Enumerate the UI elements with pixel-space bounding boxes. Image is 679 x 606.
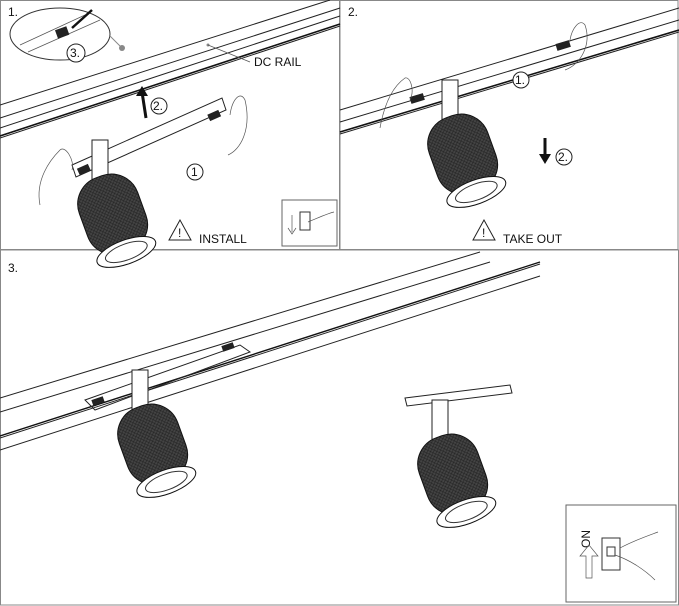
on-label: ON	[579, 530, 593, 548]
svg-text:!: !	[482, 226, 485, 240]
right-hand-icon	[564, 22, 588, 71]
magnifier-anchor-dot	[119, 45, 125, 51]
warning-triangle-icon: !	[472, 218, 496, 241]
dc-rail	[0, 251, 541, 451]
track-adapter	[84, 344, 252, 411]
panel-1: 1. 3. DC RAIL 2. 1	[0, 0, 341, 275]
detail-magnifier: 3.	[9, 7, 125, 63]
install-caption: INSTALL	[199, 232, 247, 246]
down-arrow-icon	[287, 215, 297, 235]
spotlight-fixture	[419, 79, 511, 215]
callout-3: 3.	[70, 46, 80, 60]
up-arrow	[140, 91, 148, 119]
right-hand-icon	[227, 95, 248, 156]
step-number: 2.	[348, 5, 358, 19]
callout-1: 1	[191, 165, 198, 179]
track-adapter	[71, 97, 227, 178]
step-number: 3.	[8, 261, 18, 275]
callout-2: 2.	[558, 150, 568, 164]
up-arrow-icon	[579, 544, 599, 579]
callout-2: 2.	[153, 99, 163, 113]
dc-rail-label: DC RAIL	[254, 55, 302, 69]
callout-1: 1.	[515, 73, 525, 87]
warning-triangle-icon: !	[168, 218, 192, 241]
panel-2: 2. 1. 2. ! TAKE OUT	[339, 5, 679, 246]
switch-off-inset	[281, 199, 338, 247]
panel-3: 3. ON	[0, 251, 677, 603]
take-out-caption: TAKE OUT	[503, 232, 563, 246]
switch-on-inset: ON	[565, 504, 677, 603]
left-hand-icon	[379, 77, 413, 129]
dc-rail	[339, 7, 679, 135]
hand-icon	[614, 531, 659, 581]
panel-2-border	[339, 0, 679, 250]
dc-rail	[0, 0, 341, 139]
svg-text:!: !	[178, 226, 181, 240]
removed-spotlight	[404, 384, 513, 535]
step-number: 1.	[8, 5, 18, 19]
left-hand-icon	[38, 148, 73, 206]
